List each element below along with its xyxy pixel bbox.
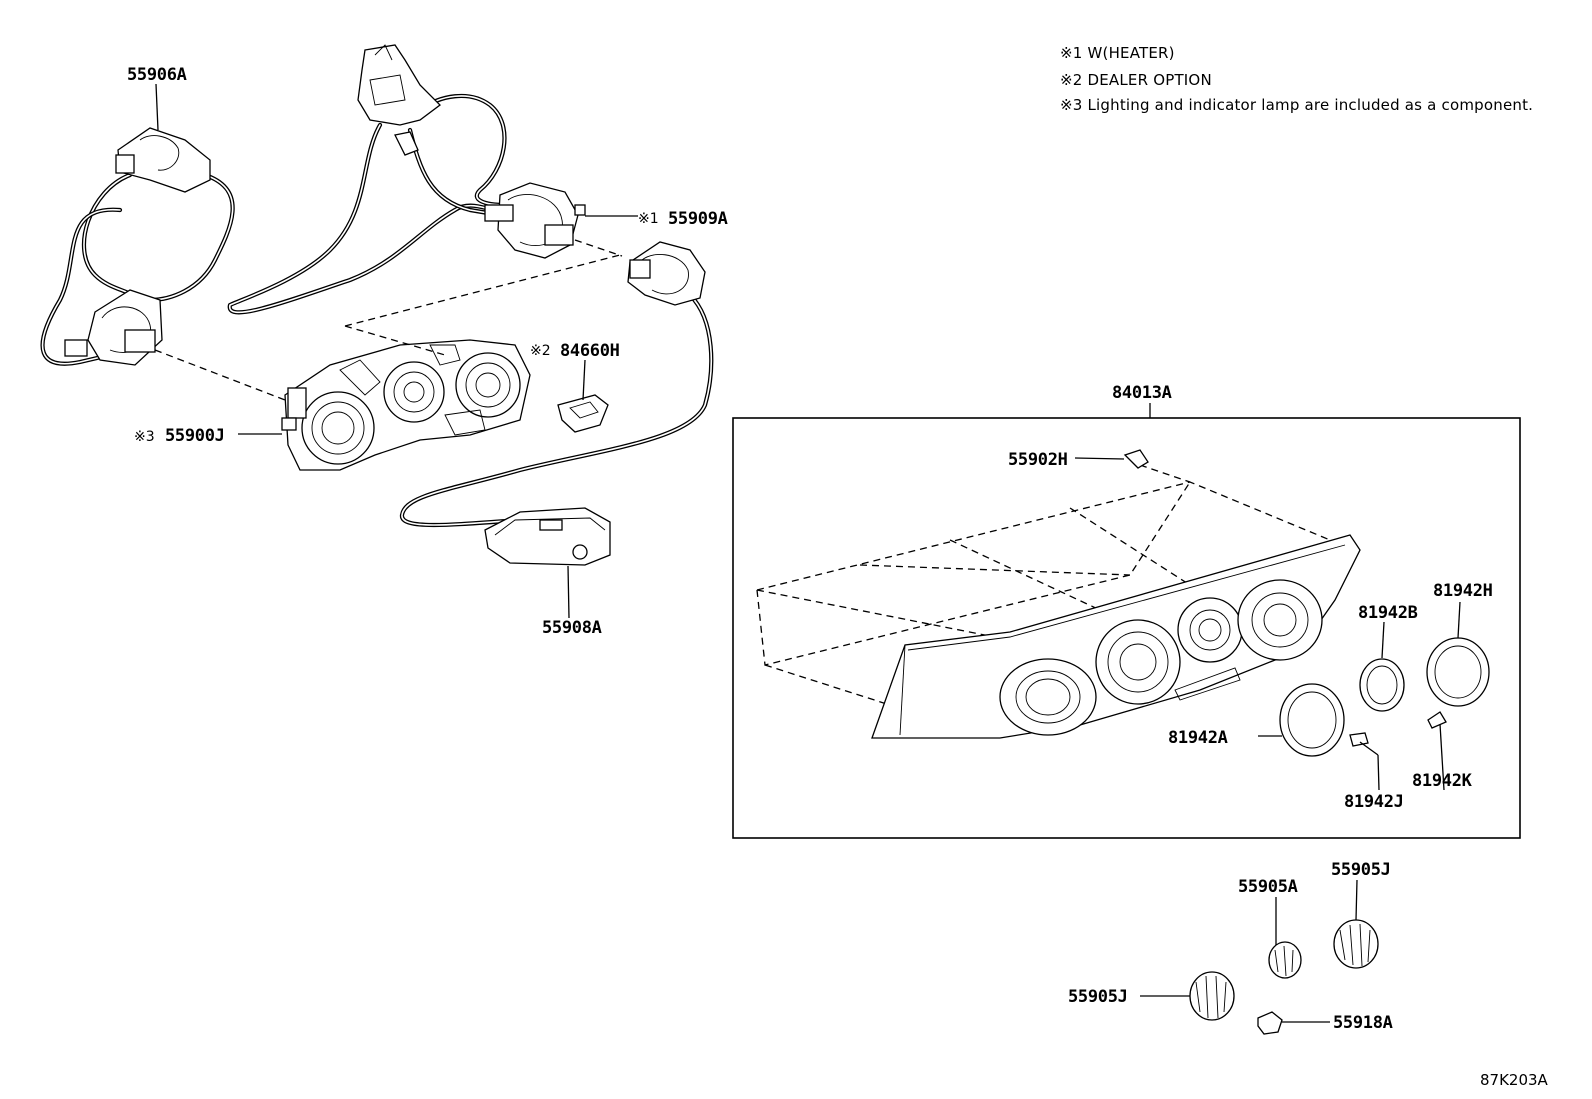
clip-55902H — [1074, 449, 1149, 469]
label-81942B: 81942B — [1358, 603, 1418, 623]
label-55905J-top: 55905J — [1331, 860, 1391, 880]
ring-81942H — [1426, 637, 1490, 707]
knob-55905A — [1268, 897, 1302, 979]
label-55918A: 55918A — [1333, 1013, 1393, 1033]
label-81942H: 81942H — [1433, 581, 1493, 601]
ring-81942B — [1359, 658, 1405, 712]
part-84660H — [557, 394, 609, 433]
label-84013A: 84013A — [1112, 383, 1172, 403]
note-dealer-option: ※2 DEALER OPTION — [1060, 71, 1212, 89]
label-55909A: 55909A — [668, 209, 728, 229]
front-panel-84013A — [871, 534, 1361, 739]
knob-55905J-left — [1140, 971, 1235, 1021]
label-55908A: 55908A — [542, 618, 602, 638]
connector-left-lower — [64, 289, 163, 366]
note-lighting: ※3 Lighting and indicator lamp are inclu… — [1060, 96, 1534, 114]
label-81942K: 81942K — [1412, 771, 1473, 791]
label-55900J-mark: ※3 — [134, 429, 155, 445]
clip-top — [357, 44, 441, 156]
label-55905A: 55905A — [1238, 877, 1298, 897]
ring-81942A — [1279, 683, 1345, 757]
label-55902H: 55902H — [1008, 450, 1068, 470]
label-55905J-left: 55905J — [1068, 987, 1128, 1007]
connector-right — [627, 241, 706, 306]
connector-55909A — [484, 182, 586, 259]
control-cables — [40, 93, 714, 528]
dashed-perspective — [756, 464, 1331, 706]
label-55900J: 55900J — [165, 426, 225, 446]
label-84660H: 84660H — [560, 341, 620, 361]
label-81942A: 81942A — [1168, 728, 1228, 748]
assembly-box-84013A — [732, 417, 1521, 839]
part-55908A — [484, 507, 611, 566]
clip-81942J — [1349, 732, 1369, 747]
label-81942J: 81942J — [1344, 792, 1404, 812]
knob-55905J-top — [1333, 879, 1379, 969]
leader-lines — [155, 83, 1461, 791]
knob-55918A — [1257, 1011, 1330, 1035]
label-55909A-mark: ※1 — [638, 211, 659, 227]
connector-55906A — [115, 127, 211, 193]
clip-81942K — [1427, 711, 1447, 729]
control-assembly-55900J — [281, 339, 531, 471]
label-84660H-mark: ※2 — [530, 343, 551, 359]
label-55906A: 55906A — [127, 65, 187, 85]
note-heater: ※1 W(HEATER) — [1060, 44, 1175, 62]
figure-code: 87K203A — [1480, 1071, 1549, 1089]
